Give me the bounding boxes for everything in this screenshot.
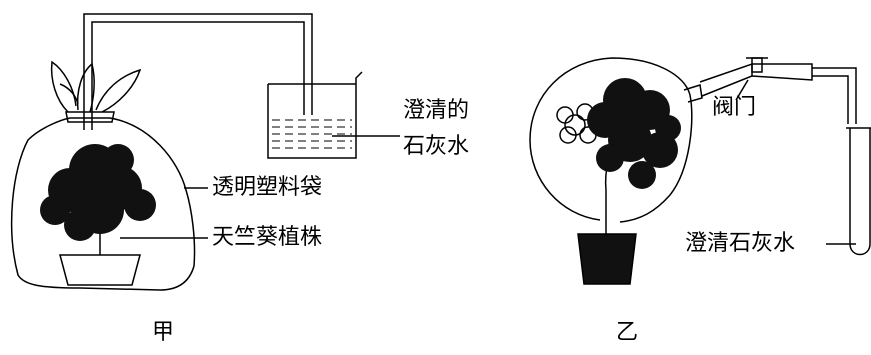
label-geranium-plant: 天竺葵植株	[212, 225, 323, 250]
pot-jia	[59, 254, 141, 286]
plant-foliage-jia	[40, 144, 156, 241]
label-limewater-jia-line1: 澄清的	[403, 98, 470, 123]
leader-valve	[735, 79, 749, 101]
valve	[746, 57, 768, 73]
top-leaves	[50, 60, 142, 113]
beaker-jia	[267, 71, 363, 159]
plant-foliage-yi	[587, 78, 681, 189]
test-tube	[846, 127, 871, 256]
caption-jia: 甲	[152, 320, 175, 345]
pot-yi	[577, 233, 637, 285]
jar-neck	[683, 84, 703, 103]
caption-yi: 乙	[616, 320, 639, 345]
label-limewater-yi: 澄清石灰水	[685, 231, 796, 256]
glass-bell-jar	[529, 57, 693, 223]
label-valve: 阀门	[712, 95, 757, 120]
delivery-tube-jia	[83, 13, 313, 130]
bag-tie	[65, 111, 115, 123]
label-limewater-jia-line2: 石灰水	[403, 134, 470, 159]
label-plastic-bag: 透明塑料袋	[212, 175, 323, 200]
flower	[556, 103, 597, 144]
plastic-bag	[10, 117, 196, 291]
